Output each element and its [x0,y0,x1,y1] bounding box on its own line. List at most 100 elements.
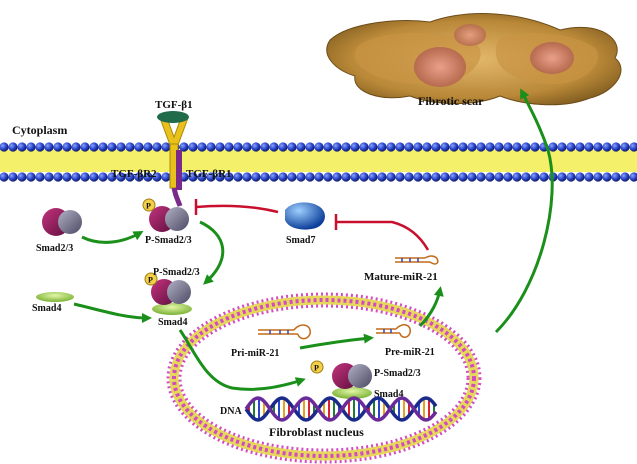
lipid-head-bead [422,172,432,182]
pri-mir21-label: Pri-miR-21 [231,348,279,359]
lipid-head-bead [368,142,378,152]
lipid-head-bead [251,142,261,152]
nuclear-p-smad23-smad4-complex: P [310,360,372,399]
lipid-head-bead [350,142,360,152]
lipid-head-bead [107,172,117,182]
lipid-head-bead [593,172,603,182]
p-smad23-label: P-Smad2/3 [145,235,192,246]
mature-mir21-hairpin [395,255,439,265]
lipid-head-bead [278,172,288,182]
cell-membrane-bilayer [0,142,637,182]
lipid-head-bead [215,172,225,182]
fibroblast-nucleus-label: Fibroblast nucleus [269,425,364,439]
lipid-head-bead [206,172,216,182]
lipid-head-bead [44,142,54,152]
lipid-head-bead [431,172,441,182]
tgf-beta-r2-label: TGF-βR2 [111,168,157,180]
lipid-head-bead [440,172,450,182]
lipid-head-bead [620,142,630,152]
lipid-head-bead [449,142,459,152]
smad23-label: Smad2/3 [36,243,73,254]
lipid-head-bead [413,142,423,152]
lipid-head-bead [449,172,459,182]
tgf-beta1-ligand [157,111,189,123]
lipid-head-bead [584,172,594,182]
lipid-head-bead [530,172,540,182]
lipid-head-bead [377,142,387,152]
lipid-head-bead [611,142,621,152]
lipid-head-bead [89,142,99,152]
lipid-head-bead [116,142,126,152]
lipid-head-bead [485,142,495,152]
lipid-head-bead [188,172,198,182]
lipid-head-bead [602,142,612,152]
lipid-head-bead [35,172,45,182]
lipid-head-bead [134,172,144,182]
lipid-head-bead [134,142,144,152]
dna-label: DNA [220,406,242,417]
lipid-head-bead [395,142,405,152]
lipid-head-bead [0,142,9,152]
lipid-head-bead [314,172,324,182]
lipid-head-bead [179,142,189,152]
lipid-head-bead [611,172,621,182]
inhibition-lines [194,199,430,251]
smad23-protein [42,208,82,236]
lipid-head-bead [26,172,36,182]
lipid-head-bead [566,142,576,152]
lipid-head-bead [251,172,261,182]
smad4-complex-label: Smad4 [158,317,187,328]
pre-mir21-label: Pre-miR-21 [385,347,435,358]
lipid-head-bead [107,142,117,152]
lipid-head-bead [548,142,558,152]
inhibit-smad7-to-receptor [195,204,279,214]
lipid-head-bead [467,142,477,152]
lipid-head-bead [368,172,378,182]
smad7-label: Smad7 [286,235,315,246]
lipid-head-bead [476,172,486,182]
pre-mir21-hairpin [376,324,411,338]
lipid-head-bead [98,142,108,152]
lipid-head-bead [575,172,585,182]
lipid-head-bead [242,172,252,182]
lipid-head-bead [224,172,234,182]
arrow-pre-mir21-to-mature [418,286,444,328]
fibroblast-nucleus [166,292,482,464]
lipid-head-bead [557,142,567,152]
lipid-head-bead [458,172,468,182]
lipid-head-bead [233,172,243,182]
lipid-head-bead [341,142,351,152]
lipid-head-bead [593,142,603,152]
lipid-head-bead [98,172,108,182]
p-smad23-smad4-complex: P [144,272,192,315]
lipid-head-bead [224,142,234,152]
lipid-head-bead [152,142,162,152]
lipid-head-bead [143,142,153,152]
lipid-head-bead [512,172,522,182]
lipid-head-bead [377,172,387,182]
lipid-head-bead [152,172,162,182]
fibrotic-scar-label: Fibrotic scar [418,94,484,108]
lipid-head-bead [314,142,324,152]
arrow-complex-into-nucleus [178,329,306,391]
lipid-head-bead [521,172,531,182]
lipid-head-bead [44,172,54,182]
lipid-head-bead [269,172,279,182]
phospho-mark: P [148,276,153,285]
p-smad23-nucleus-label: P-Smad2/3 [374,368,421,379]
lipid-head-bead [476,142,486,152]
lipid-head-bead [395,172,405,182]
lipid-head-bead [431,142,441,152]
lipid-head-bead [503,142,513,152]
lipid-head-bead [323,142,333,152]
lipid-head-bead [512,142,522,152]
lipid-head-bead [80,172,90,182]
lipid-head-bead [458,142,468,152]
lipid-head-bead [521,142,531,152]
lipid-head-bead [215,142,225,152]
lipid-head-bead [629,172,637,182]
lipid-head-bead [332,172,342,182]
lipid-head-bead [233,142,243,152]
lipid-head-bead [602,172,612,182]
